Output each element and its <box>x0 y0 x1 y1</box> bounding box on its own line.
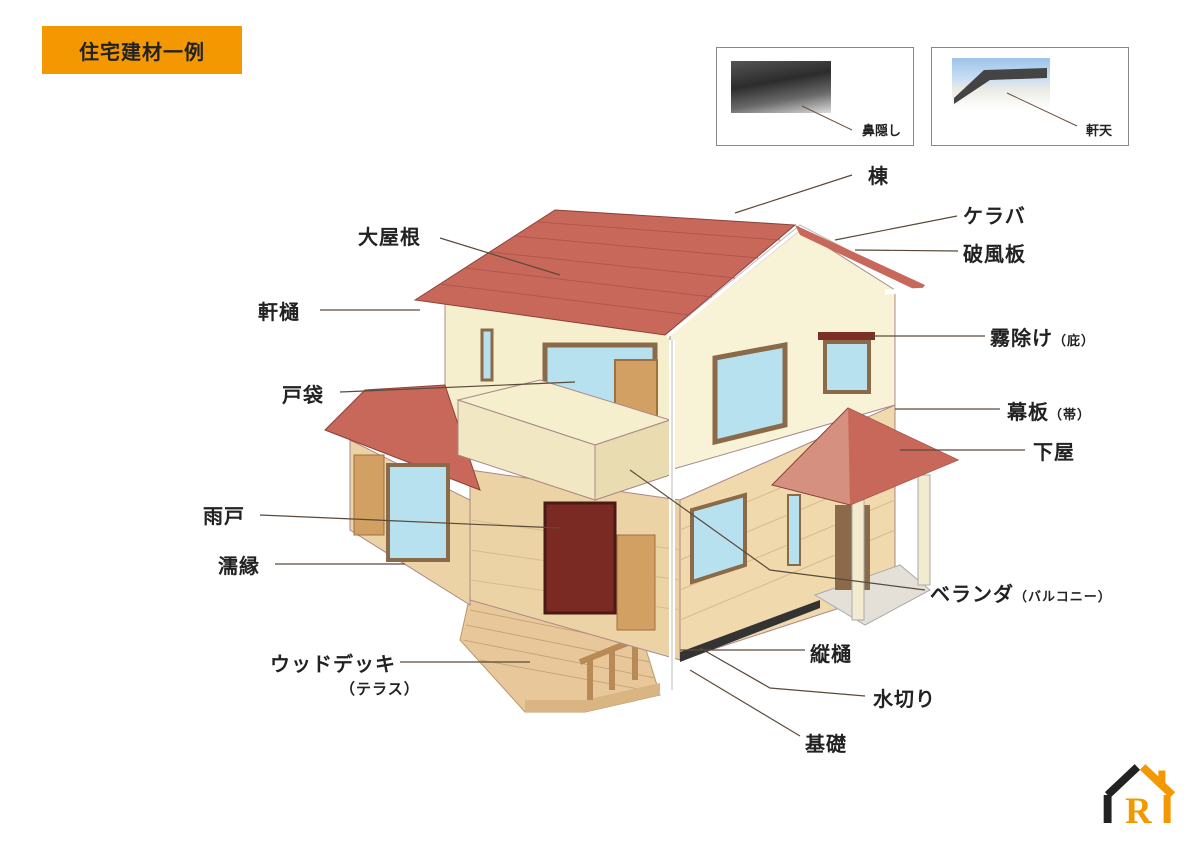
label-veranda-text: ベランダ <box>930 582 1014 606</box>
label-kiso: 基礎 <box>805 732 847 756</box>
label-kirayoke-text: 霧除け <box>990 326 1053 350</box>
label-amado: 雨戸 <box>203 504 245 528</box>
label-tatedoi: 縦樋 <box>810 642 852 666</box>
svg-text:R: R <box>1125 790 1152 830</box>
label-geya: 下屋 <box>1033 440 1075 464</box>
photo-caption: 軒天 <box>1086 124 1113 139</box>
label-mune: 棟 <box>868 164 889 188</box>
label-oyane: 大屋根 <box>358 225 421 249</box>
nokiten-image <box>952 58 1050 110</box>
label-makuita-text: 幕板 <box>1007 400 1049 424</box>
label-mizukiri: 水切り <box>873 687 936 711</box>
label-keraba: ケラバ <box>963 204 1026 228</box>
photo-nokiten: 軒天 <box>931 47 1129 146</box>
photo-caption: 鼻隠し <box>862 124 902 139</box>
label-veranda: ベランダ（バルコニー） <box>930 578 1112 607</box>
company-logo: R <box>1103 764 1176 830</box>
label-tobukuro: 戸袋 <box>282 383 324 407</box>
label-makuita: 幕板（帯） <box>1007 396 1091 425</box>
label-nokidoi: 軒樋 <box>258 300 300 324</box>
photo-hanakakushi: 鼻隠し <box>716 47 914 146</box>
hanakakushi-image <box>731 61 831 113</box>
label-makuita-note: （帯） <box>1049 408 1092 423</box>
label-wooddeck: ウッドデッキ <box>270 652 396 676</box>
label-veranda-note: （バルコニー） <box>1014 590 1112 605</box>
label-kirayoke-note: （庇） <box>1053 334 1096 349</box>
label-wooddeck-note: （テラス） <box>340 680 420 698</box>
page-title: 住宅建材一例 <box>42 26 242 74</box>
label-kirayoke: 霧除け（庇） <box>990 322 1095 351</box>
label-hafuita: 破風板 <box>963 242 1026 266</box>
leader-lines <box>259 174 1025 737</box>
label-nureen: 濡縁 <box>218 554 260 578</box>
